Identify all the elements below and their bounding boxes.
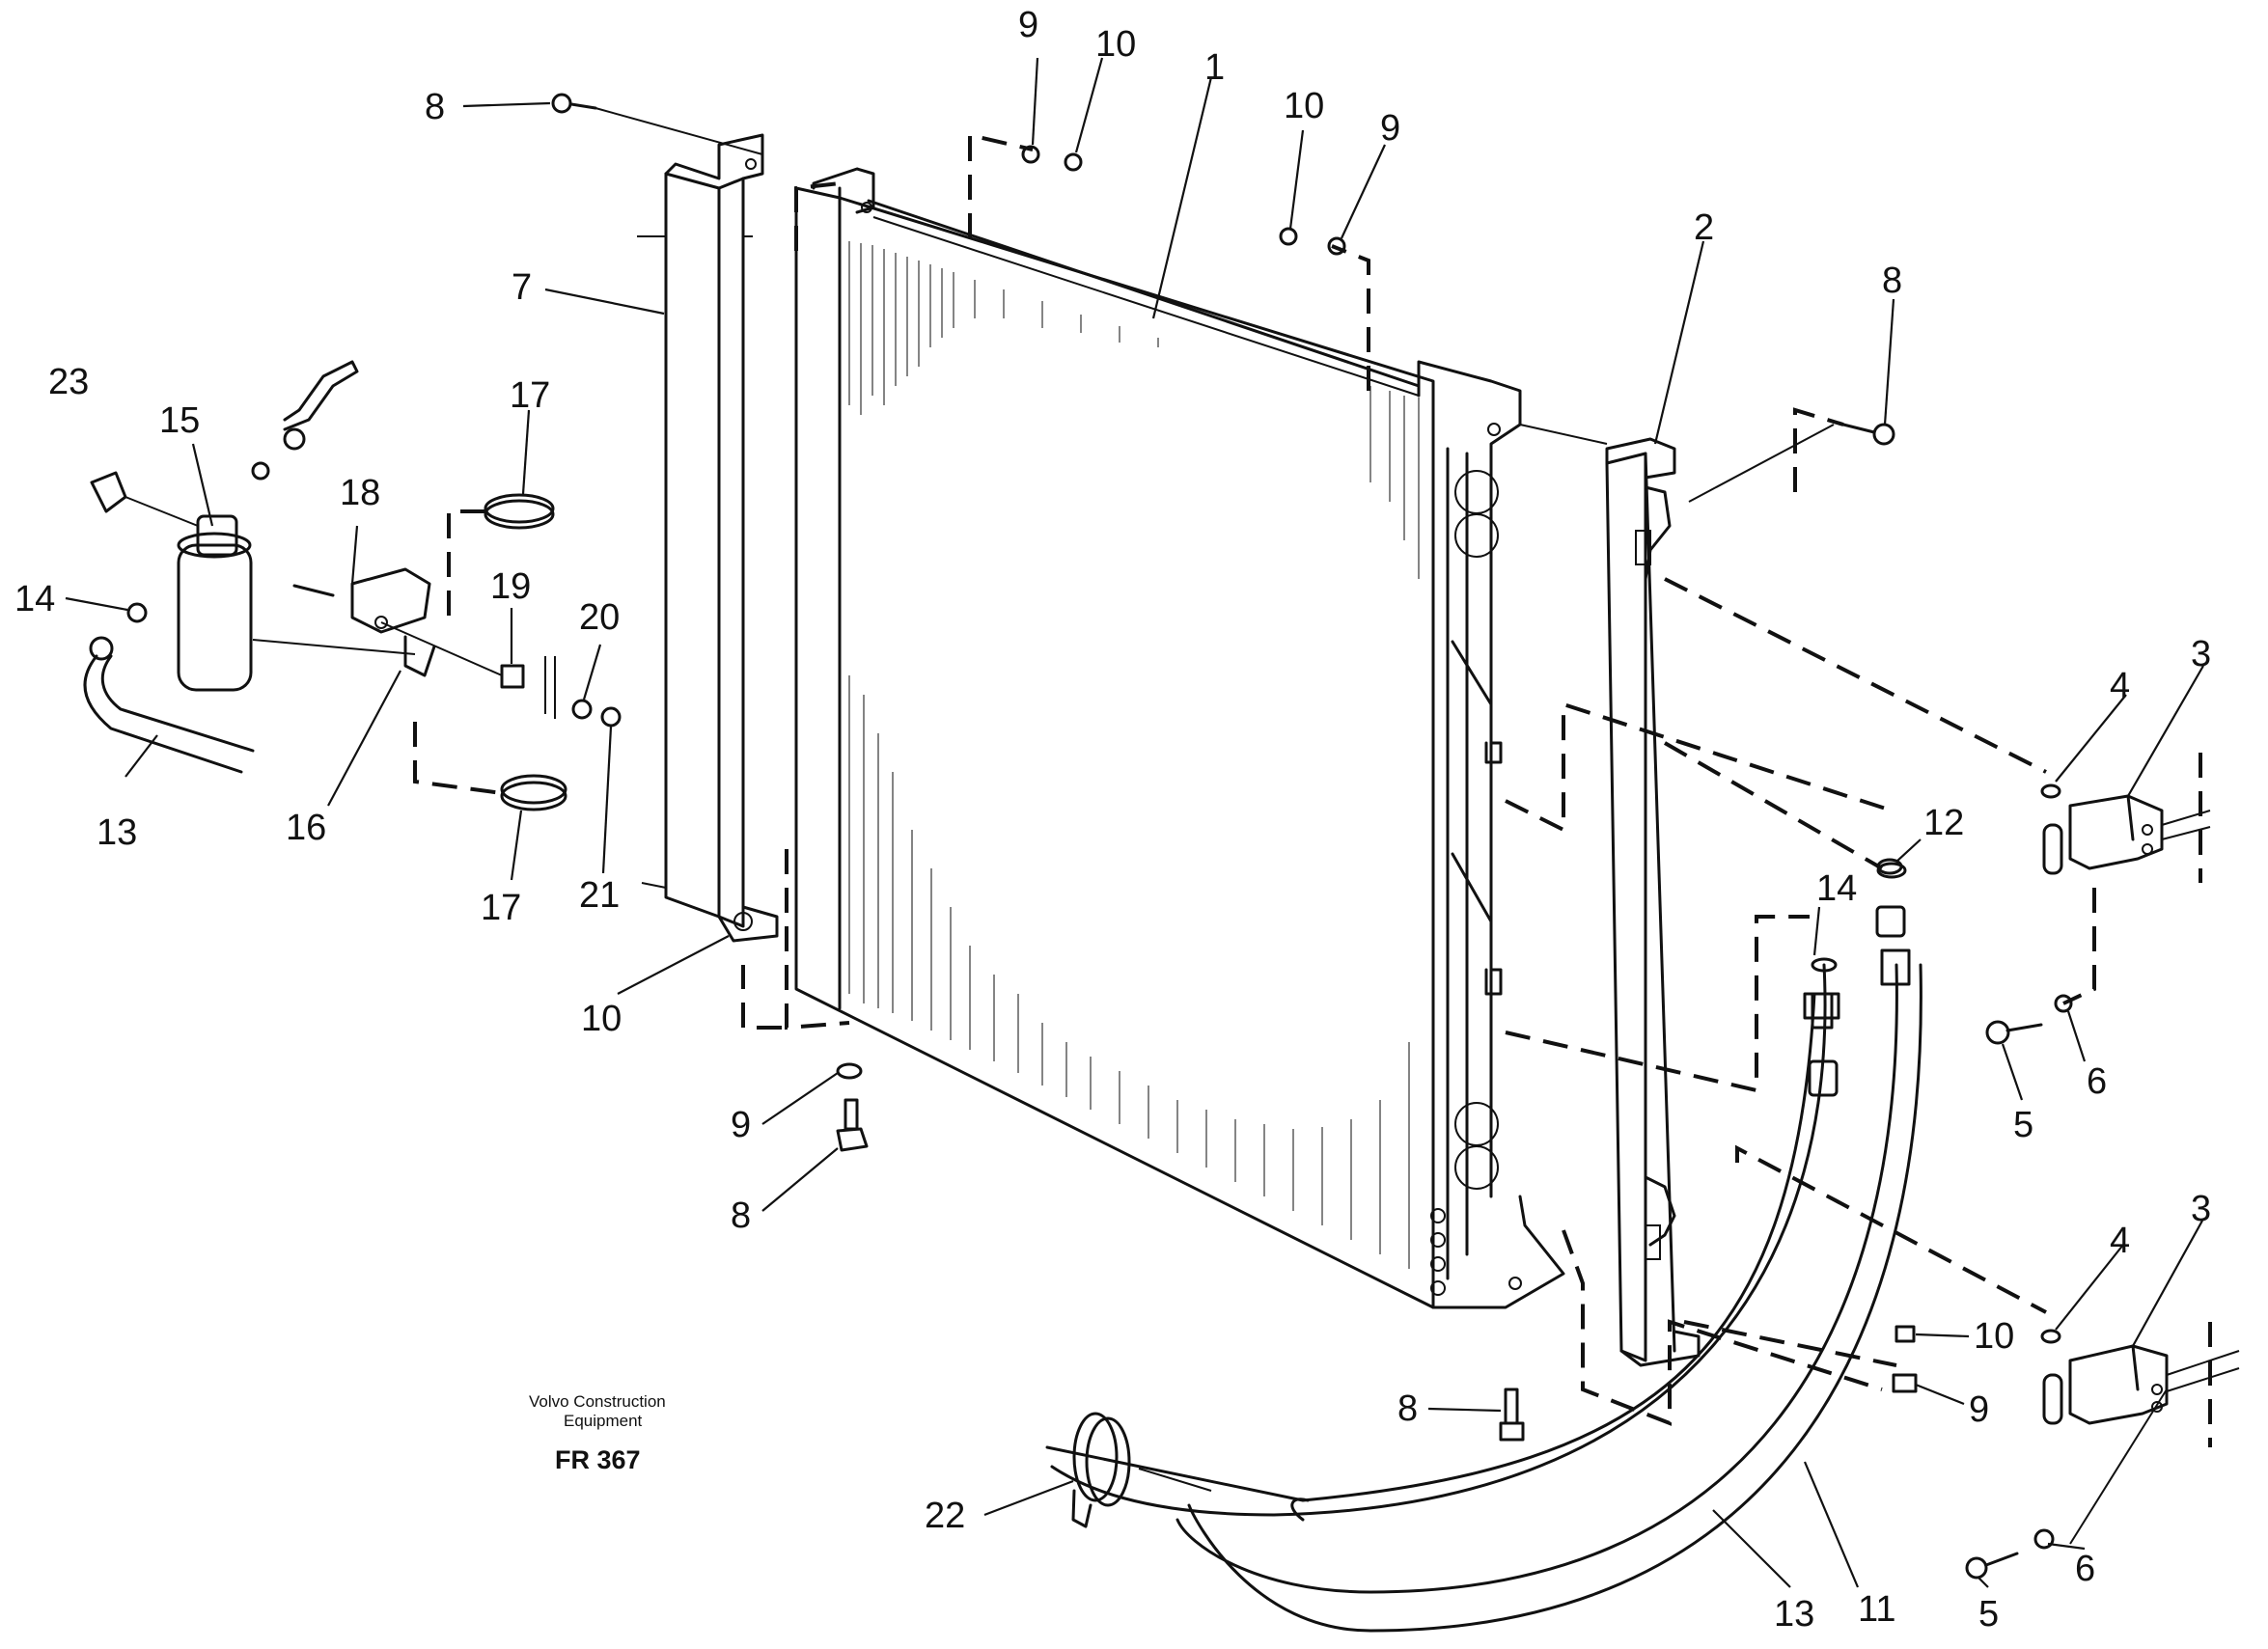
callout-3-bottom: 3 (2191, 1189, 2211, 1229)
callout-11: 11 (1858, 1589, 1895, 1630)
diagram-code: FR 367 (555, 1445, 641, 1474)
callout-8-bottom-left: 8 (731, 1196, 751, 1236)
mounting-brackets (1965, 753, 2240, 1580)
callout-9-mid: 9 (1380, 108, 1400, 149)
callout-8-bottom: 8 (1397, 1388, 1418, 1429)
callout-9-bottom-right: 9 (1969, 1389, 1989, 1430)
callout-10-left: 10 (581, 999, 622, 1039)
assembly-lines (741, 132, 2096, 1426)
right-side-channel (1605, 437, 1701, 1367)
callout-23: 23 (48, 362, 89, 402)
hoses (1045, 862, 1922, 1633)
callout-9-top: 9 (1018, 5, 1038, 45)
callout-4-top: 4 (2110, 666, 2130, 706)
callout-8-top-left: 8 (425, 87, 445, 127)
callout-10-mid: 10 (1284, 86, 1324, 126)
callout-5-top: 5 (2013, 1105, 2033, 1145)
callout-1: 1 (1204, 47, 1225, 88)
fasteners (551, 93, 2168, 1545)
callout-22: 22 (925, 1496, 965, 1536)
callout-3-top: 3 (2191, 634, 2211, 674)
callout-13-left: 13 (97, 812, 137, 853)
callout-17-bottom: 17 (481, 888, 521, 928)
callout-18: 18 (340, 473, 380, 513)
callout-14-right: 14 (1816, 868, 1857, 909)
callout-17-top: 17 (510, 375, 550, 416)
callout-19: 19 (490, 566, 531, 607)
receiver-drier-assembly (83, 360, 622, 811)
left-side-channel (637, 133, 779, 943)
callout-labels: 9 10 1 8 10 9 2 8 7 23 15 17 18 14 19 20… (14, 5, 2211, 1635)
diagram-caption: Volvo Construction Equipment FR 367 (529, 1392, 666, 1474)
leader-lines (65, 57, 2204, 1588)
callout-16: 16 (286, 808, 326, 848)
callout-9-bottom: 9 (731, 1105, 751, 1145)
callout-2: 2 (1694, 207, 1714, 248)
callout-5-bottom: 5 (1978, 1594, 1999, 1635)
callout-13-bottom: 13 (1774, 1594, 1814, 1635)
callout-21: 21 (579, 875, 620, 916)
caption-line-2: Equipment (564, 1412, 643, 1430)
callout-15: 15 (159, 400, 200, 441)
callout-6-top: 6 (2087, 1061, 2107, 1102)
callout-8-top-right: 8 (1882, 261, 1902, 301)
callout-14-left: 14 (14, 579, 55, 619)
callout-6-bottom: 6 (2075, 1549, 2095, 1589)
callout-4-bottom: 4 (2110, 1221, 2130, 1261)
callout-7: 7 (512, 267, 532, 308)
caption-line-1: Volvo Construction (529, 1392, 666, 1411)
callout-12: 12 (1923, 803, 1964, 843)
callout-10-bottom: 10 (1974, 1316, 2014, 1357)
radiator-core (794, 167, 1565, 1309)
callout-10-top: 10 (1095, 24, 1136, 65)
callout-20: 20 (579, 597, 620, 638)
